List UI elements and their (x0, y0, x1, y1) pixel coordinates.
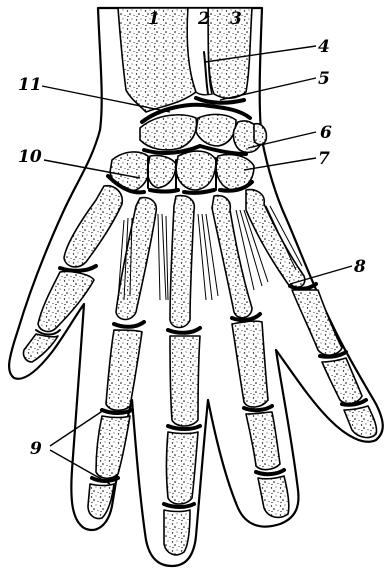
label-7: 7 (318, 149, 330, 169)
middle-proximal-phalanx (170, 336, 200, 426)
label-6: 6 (320, 123, 332, 143)
label-10: 10 (18, 147, 42, 167)
metacarpal-3 (170, 196, 194, 328)
label-5: 5 (318, 69, 330, 89)
index-middle-phalanx (96, 416, 130, 478)
label-9: 9 (30, 439, 42, 459)
label-3: 3 (230, 9, 242, 29)
label-2: 2 (197, 9, 210, 29)
label-11: 11 (18, 75, 42, 95)
label-8: 8 (353, 257, 366, 277)
pisiform-bone (254, 124, 266, 145)
label-1: 1 (148, 9, 160, 29)
middle-middle-phalanx (167, 432, 199, 504)
middle-distal-phalanx (164, 510, 190, 555)
label-4: 4 (318, 37, 330, 57)
